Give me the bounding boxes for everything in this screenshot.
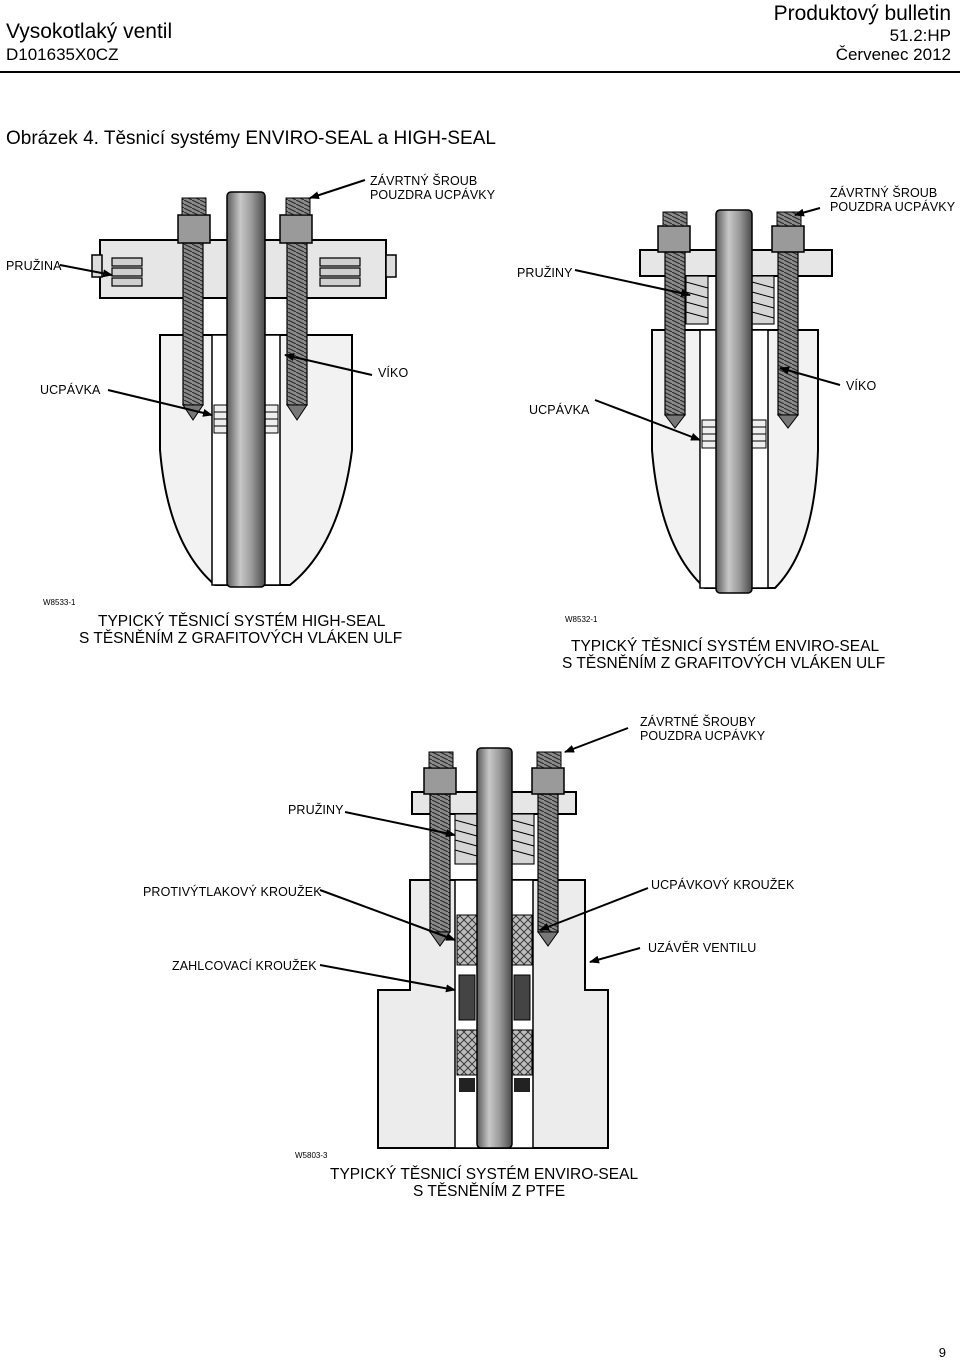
p3-lantern-ring-label: ZAHLCOVACÍ KROUŽEK [172,959,317,973]
figure-title: Obrázek 4. Těsnicí systémy ENVIRO-SEAL a… [6,128,496,149]
page-number: 9 [938,1345,946,1360]
p2-caption-2: S TĚSNĚNÍM Z GRAFITOVÝCH VLÁKEN ULF [562,655,886,672]
p2-caption-1: TYPICKÝ TĚSNICÍ SYSTÉM ENVIRO-SEAL [571,638,880,655]
p3-ref: W5803-3 [295,1151,328,1160]
p3-bolts-label-1: ZÁVRTNÉ ŠROUBY [640,715,756,729]
p3-bolts-label-2: POUZDRA UCPÁVKY [640,729,766,743]
p2-bolt-label-1: ZÁVRTNÝ ŠROUB [830,186,938,200]
p1-bonnet-label: VÍKO [378,366,409,380]
p2-bonnet-label: VÍKO [846,379,877,393]
p2-springs-label: PRUŽINY [517,266,573,280]
p3-caption-2: S TĚSNĚNÍM Z PTFE [413,1183,566,1200]
p3-caption-1: TYPICKÝ TĚSNICÍ SYSTÉM ENVIRO-SEAL [330,1166,639,1183]
header-rule [0,71,960,73]
enviro-seal-ulf-drawing [574,205,841,594]
document-code: D101635X0CZ [6,45,119,64]
p2-ref: W8532-1 [565,615,598,624]
bulletin-number: 51.2:HP [889,26,951,45]
p3-bonnet-label: UZÁVĚR VENTILU [648,941,757,955]
enviro-seal-ptfe-drawing [319,727,649,1149]
p2-bolt-label-2: POUZDRA UCPÁVKY [830,200,956,214]
p3-springs-label: PRUŽINY [288,803,344,817]
p1-packing-label: UCPÁVKA [40,383,101,397]
document-title: Vysokotlaký ventil [6,20,173,43]
p1-caption-1: TYPICKÝ TĚSNICÍ SYSTÉM HIGH-SEAL [98,613,386,630]
bulletin-date: Červenec 2012 [835,45,951,64]
p1-spring-label: PRUŽINA [6,259,62,273]
p1-caption-2: S TĚSNĚNÍM Z GRAFITOVÝCH VLÁKEN ULF [79,630,403,647]
p1-bolt-label-1: ZÁVRTNÝ ŠROUB [370,174,478,188]
p2-packing-label: UCPÁVKA [529,403,590,417]
p3-anti-extrusion-label: PROTIVÝTLAKOVÝ KROUŽEK [143,885,322,899]
bulletin-title: Produktový bulletin [773,2,951,25]
p1-bolt-label-2: POUZDRA UCPÁVKY [370,188,496,202]
p3-packing-ring-label: UCPÁVKOVÝ KROUŽEK [651,878,795,892]
high-seal-drawing [59,179,400,588]
p1-ref: W8533-1 [43,598,76,607]
